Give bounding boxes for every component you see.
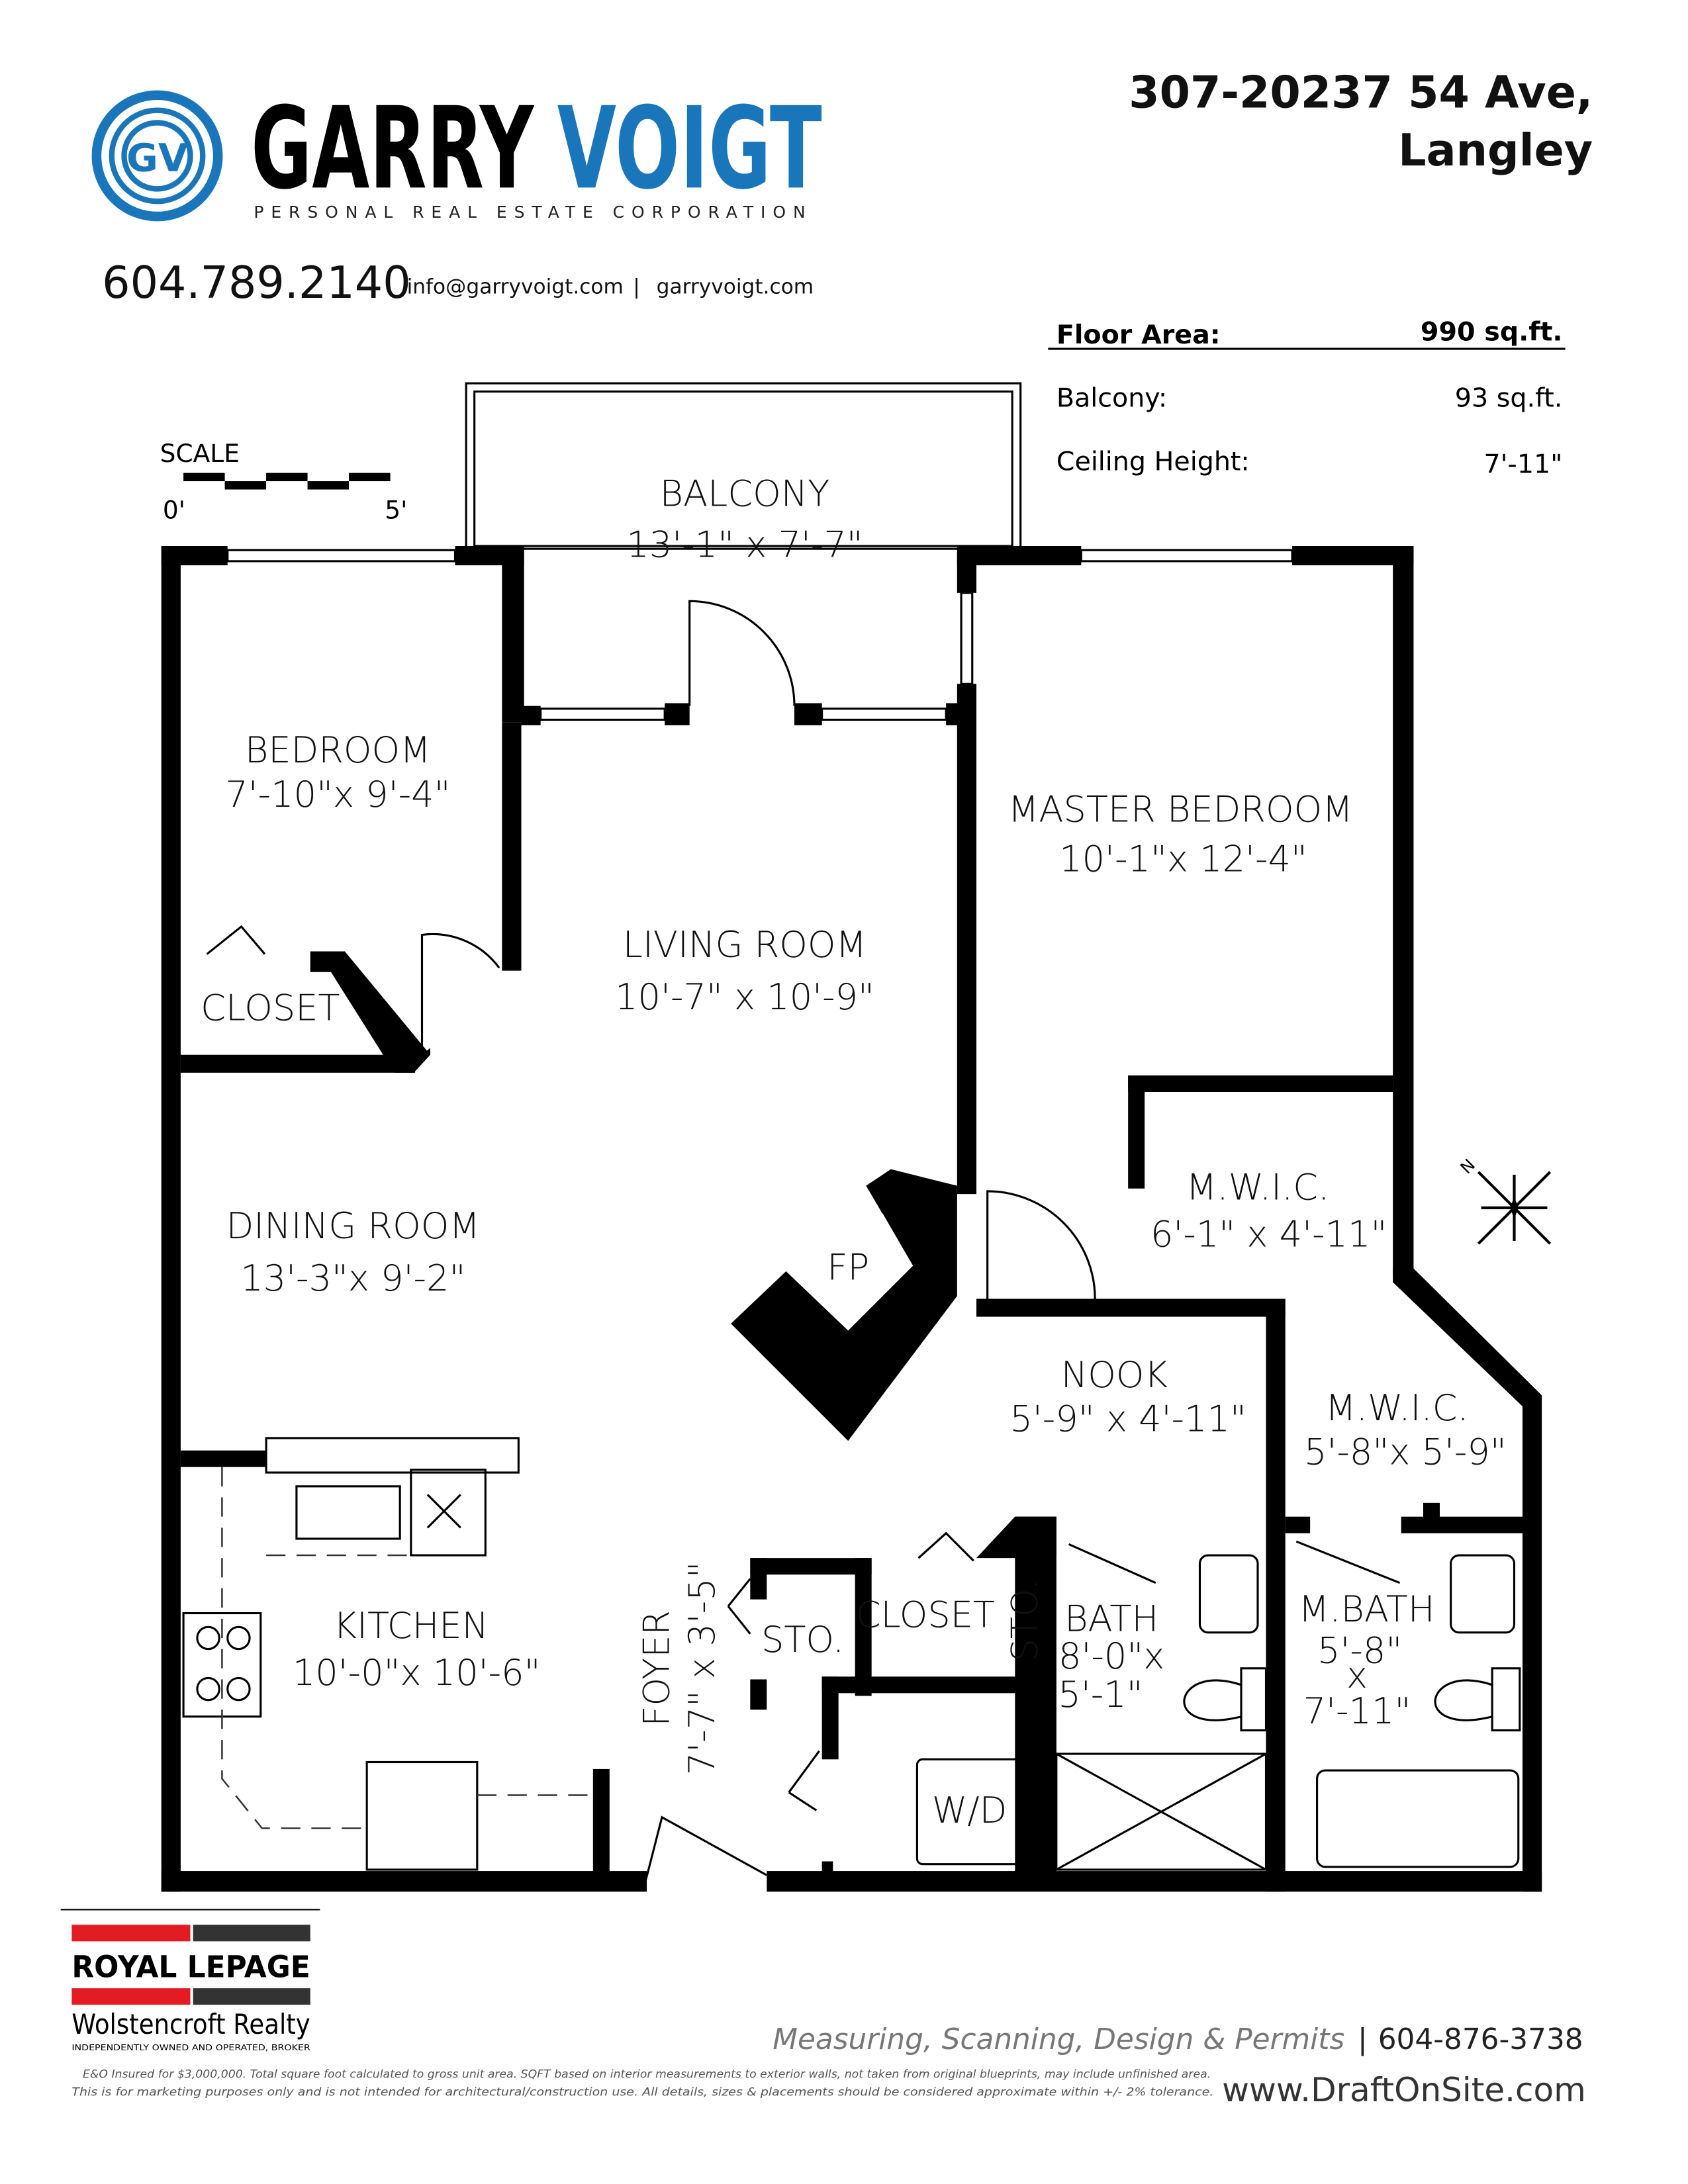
room-name-kitchen: KITCHEN [333,1605,489,1647]
services-separator: | [1358,2023,1368,2056]
room-size-foyer: 7'-7" x 3'-5" [681,1561,723,1775]
brand-last-name: VOIGT [557,83,822,214]
fireplace-label: FP [827,1246,869,1288]
scale-end: 5' [385,495,407,524]
balcony-area-label: Balcony: [1056,383,1167,414]
room-name-closet-2: CLOSET [856,1594,995,1635]
room-size-master-bedroom: 10'-1"x 12'-4" [1059,839,1307,880]
ceiling-height-value: 7'-11" [1483,449,1562,480]
room-size-bath-1: 8'-0"x [1058,1635,1164,1677]
compass-north-label: N [1456,1156,1479,1178]
scale-label: SCALE [160,439,240,468]
address-line2: Langley [1398,124,1593,176]
room-size-bedroom: 7'-10"x 9'-4" [225,774,450,815]
room-size-master-bath-x: x [1346,1655,1368,1696]
room-size-bath-2: 5'-1" [1058,1674,1143,1715]
compass-icon: N [1456,1156,1552,1245]
room-name-nook: NOOK [1061,1354,1168,1396]
room-size-mwic-1: 6'-1" x 4'-11" [1150,1213,1387,1255]
draftonsite-services: Measuring, Scanning, Design & Permits [773,2023,1344,2056]
room-name-mwic-2: M.W.I.C. [1325,1387,1469,1429]
room-name-master-bedroom: MASTER BEDROOM [1008,789,1353,831]
room-name-foyer: FOYER [635,1610,677,1727]
room-size-living: 10'-7" x 10'-9" [615,976,874,1018]
room-name-bedroom: BEDROOM [245,729,431,771]
agent-phone: 604.789.2140 [102,257,410,308]
contact-separator: | [633,275,640,299]
room-size-master-bath-2: 7'-11" [1303,1690,1411,1732]
address-line1: 307-20237 54 Ave, [1129,67,1593,118]
room-name-dining: DINING ROOM [226,1205,480,1247]
agent-email: info@garryvoigt.com [407,275,624,299]
balcony-area-value: 93 sq.ft. [1455,383,1563,414]
draftonsite-website[interactable]: www.DraftOnSite.com [1222,2071,1586,2109]
disclaimer-line1: E&O Insured for $3,000,000. Total square… [83,2068,1211,2081]
room-name-bath: BATH [1064,1598,1158,1640]
draftonsite-phone: 604-876-3738 [1378,2023,1583,2056]
brokerage-brand: ROYAL LEPAGE [71,1949,310,1985]
room-name-mwic-1: M.W.I.C. [1186,1167,1330,1208]
scale-start: 0' [163,495,185,524]
royal-lepage-logo: ROYAL LEPAGE Wolstencroft Realty INDEPEN… [60,1909,320,2052]
ceiling-height-label: Ceiling Height: [1056,446,1250,477]
floor-plan [161,382,1542,1892]
agent-website: garryvoigt.com [657,275,814,299]
room-name-storage-1: STO. [761,1619,844,1661]
brand-first-name: GARRY [251,83,535,214]
scale-bar: SCALE 0' 5' [160,439,408,524]
room-name-master-bath: M.BATH [1299,1588,1435,1630]
room-size-nook: 5'-9" x 4'-11" [1009,1398,1246,1440]
room-size-master-bath-1: 5'-8" [1317,1630,1402,1672]
area-summary: Floor Area: 990 sq.ft. Balcony: 93 sq.ft… [1048,317,1566,480]
room-size-balcony: 13'-1" x 7'-7" [626,524,863,566]
room-size-mwic-2: 5'-8"x 5'-9" [1304,1432,1507,1473]
floor-area-value: 990 sq.ft. [1421,317,1563,347]
room-name-balcony: BALCONY [660,473,830,515]
room-name-storage-2: STO. [1004,1578,1046,1661]
brokerage-name: Wolstencroft Realty [71,2008,310,2040]
disclaimer-line2: This is for marketing purposes only and … [71,2086,1213,2099]
room-size-dining: 13'-3"x 9'-2" [240,1257,465,1299]
logo-monogram: GV [126,135,188,180]
room-size-kitchen: 10'-0"x 10'-6" [293,1652,541,1694]
garry-voigt-logo: GV GARRY VOIGT PERSONAL REAL ESTATE CORP… [91,83,822,222]
floor-area-label: Floor Area: [1056,320,1221,350]
room-name-living: LIVING ROOM [623,924,867,966]
room-labels: BALCONY 13'-1" x 7'-7" BEDROOM 7'-10"x 9… [201,473,1507,1832]
brokerage-tagline: INDEPENDENTLY OWNED AND OPERATED, BROKER [71,2042,310,2052]
washer-dryer-label: W/D [932,1790,1007,1831]
room-name-closet: CLOSET [201,987,340,1029]
